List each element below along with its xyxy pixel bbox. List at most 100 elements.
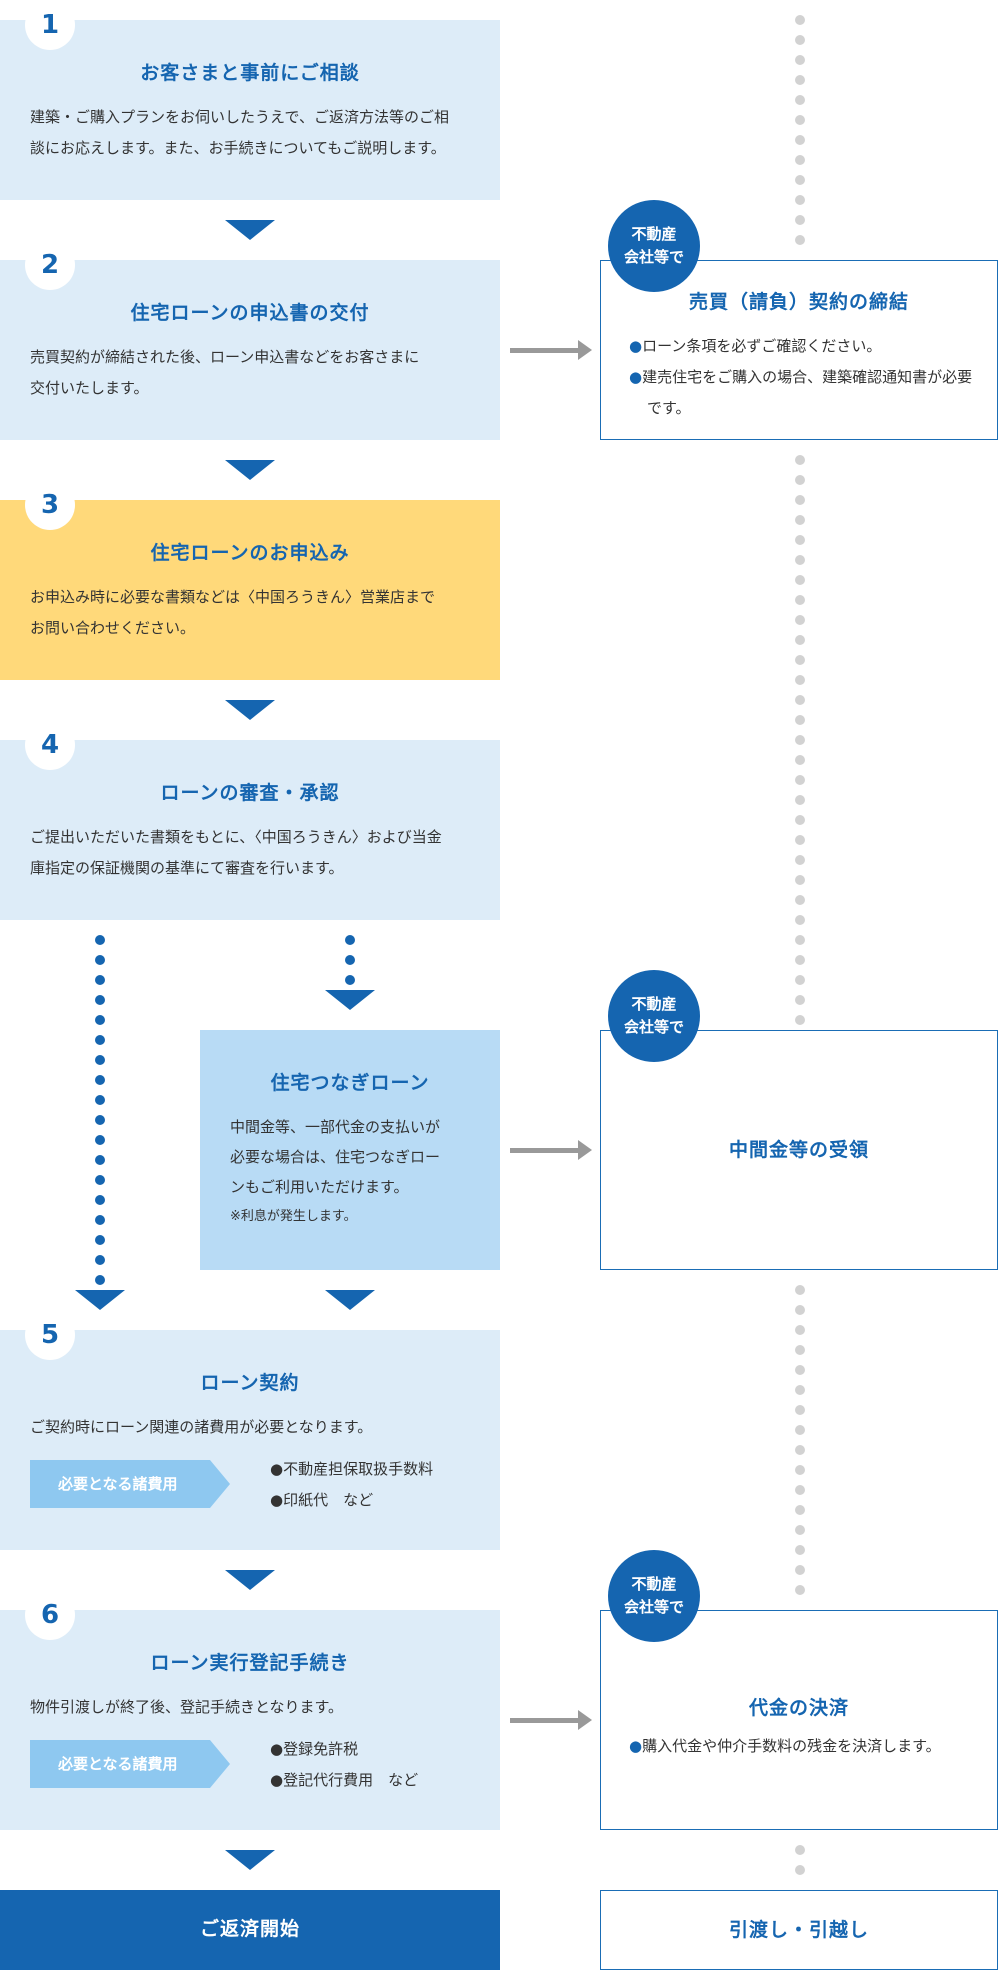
side-list-item: ●建売住宅をご購入の場合、建築確認通知書が必要です。: [629, 362, 977, 424]
down-arrow-icon: [325, 1290, 375, 1310]
dot: [95, 1155, 105, 1165]
dot: [795, 595, 805, 605]
dot: [795, 95, 805, 105]
dot: [795, 715, 805, 725]
dot: [795, 875, 805, 885]
step-description: お申込み時に必要な書類などは〈中国ろうきん〉営業店まで お問い合わせください。: [30, 582, 475, 644]
dot: [795, 855, 805, 865]
step-title: ローン実行登記手続き: [150, 1652, 350, 1674]
dot: [795, 675, 805, 685]
bullet-icon: ●: [629, 337, 643, 355]
bridge-loan-note: ※利息が発生します。: [230, 1209, 357, 1224]
dot: [95, 1075, 105, 1085]
right-arrow-line: [510, 1148, 580, 1153]
right-arrow-line: [510, 1718, 580, 1723]
badge-line: 不動産: [631, 995, 677, 1013]
step-number-badge: 4: [25, 720, 75, 770]
step-description-line: ご提出いただいた書類をもとに、〈中国ろうきん〉および当金: [30, 828, 442, 846]
step-number-badge: 1: [25, 0, 75, 50]
dot: [795, 1485, 805, 1495]
dot: [95, 1015, 105, 1025]
dot: [95, 1095, 105, 1105]
fee-item: ●登録免許税: [270, 1740, 359, 1758]
dot: [795, 1845, 805, 1855]
step-title: 住宅ローンの申込書の交付: [130, 302, 370, 324]
dot: [95, 955, 105, 965]
side-list-item-text: 購入代金や仲介手数料の残金を決済します。: [642, 1737, 941, 1755]
badge-line: 不動産: [631, 225, 677, 243]
dot: [795, 735, 805, 745]
dot: [795, 55, 805, 65]
bridge-loan-title: 住宅つなぎローン: [270, 1072, 430, 1094]
dot: [795, 1285, 805, 1295]
right-arrow-icon: [578, 1710, 592, 1730]
step-description: ご契約時にローン関連の諸費用が必要となります。: [30, 1412, 475, 1443]
down-arrow-icon: [225, 700, 275, 720]
step-description-line: 建築・ご購入プランをお伺いしたうえで、ご返済方法等のご相: [30, 108, 449, 126]
dot: [795, 915, 805, 925]
step-number-badge: 5: [25, 1310, 75, 1360]
badge-line: 不動産: [631, 1575, 677, 1593]
dot: [95, 935, 105, 945]
bridge-loan-description-line: 必要な場合は、住宅つなぎロー: [230, 1148, 441, 1166]
side-box-title: 売買（請負）契約の締結: [688, 291, 909, 313]
badge-line: 会社等で: [623, 1598, 684, 1616]
step-description-line: ご契約時にローン関連の諸費用が必要となります。: [30, 1418, 373, 1436]
step-5-loan-contract: 5 ローン契約 ご契約時にローン関連の諸費用が必要となります。 必要となる諸費用…: [0, 1310, 500, 1550]
settlement-box: 代金の決済 ●購入代金や仲介手数料の残金を決済します。: [600, 1610, 998, 1830]
dot: [795, 1405, 805, 1415]
dot: [795, 1585, 805, 1595]
dot: [795, 1015, 805, 1025]
dot: [795, 1445, 805, 1455]
dot: [345, 955, 355, 965]
dot: [795, 1525, 805, 1535]
dot: [795, 575, 805, 585]
dot: [795, 695, 805, 705]
dot: [95, 1035, 105, 1045]
dot: [795, 755, 805, 765]
dot: [795, 1425, 805, 1435]
bridge-loan-description-line: ンもご利用いただけます。: [230, 1178, 409, 1196]
dot: [795, 195, 805, 205]
required-fees-label: 必要となる諸費用: [30, 1740, 230, 1788]
dot: [795, 35, 805, 45]
dot: [95, 1215, 105, 1225]
dot: [795, 1345, 805, 1355]
step-1-consultation: 1 お客さまと事前にご相談 建築・ご購入プランをお伺いしたうえで、ご返済方法等の…: [0, 0, 500, 200]
dot: [95, 1275, 105, 1285]
fee-item: ●登記代行費用 など: [270, 1771, 419, 1789]
dot: [95, 1055, 105, 1065]
side-box-title: 代金の決済: [748, 1697, 849, 1719]
side-box-list: ●ローン条項を必ずご確認ください。 ●建売住宅をご購入の場合、建築確認通知書が必…: [629, 331, 977, 424]
required-fees-list: ●不動産担保取扱手数料 ●印紙代 など: [270, 1454, 433, 1516]
step-description-line: 談にお応えします。また、お手続きについてもご説明します。: [30, 139, 446, 157]
bullet-icon: ●: [629, 1737, 643, 1755]
required-fees-list: ●登録免許税 ●登記代行費用 など: [270, 1734, 418, 1796]
step-3-loan-application: 3 住宅ローンのお申込み お申込み時に必要な書類などは〈中国ろうきん〉営業店まで…: [0, 480, 500, 680]
step-number-badge: 3: [25, 480, 75, 530]
side-list-item: ●ローン条項を必ずご確認ください。: [629, 331, 977, 362]
dot: [95, 975, 105, 985]
side-list-item-text: ローン条項を必ずご確認ください。: [642, 337, 882, 355]
step-4-review-approval: 4 ローンの審査・承認 ご提出いただいた書類をもとに、〈中国ろうきん〉および当金…: [0, 720, 500, 920]
right-arrow-icon: [578, 1140, 592, 1160]
step-number-badge: 2: [25, 240, 75, 290]
step-description-line: 物件引渡しが終了後、登記手続きとなります。: [30, 1698, 344, 1716]
dot: [795, 215, 805, 225]
side-box-list: ●購入代金や仲介手数料の残金を決済します。: [629, 1731, 977, 1762]
dot: [345, 935, 355, 945]
step-title: お客さまと事前にご相談: [140, 62, 360, 84]
dot: [795, 495, 805, 505]
side-list-item-text: 建売住宅をご購入の場合、建築確認通知書が必要です。: [642, 368, 973, 417]
dot: [795, 835, 805, 845]
bridge-loan-description: 中間金等、一部代金の支払いが 必要な場合は、住宅つなぎロー ンもご利用いただけま…: [230, 1112, 482, 1232]
fee-item: ●不動産担保取扱手数料: [270, 1460, 434, 1478]
step-description-line: 交付いたします。: [30, 379, 149, 397]
dot: [795, 975, 805, 985]
step-description-line: 庫指定の保証機関の基準にて審査を行います。: [30, 859, 344, 877]
step-2-application-form: 2 住宅ローンの申込書の交付 売買契約が締結された後、ローン申込書などをお客さま…: [0, 240, 500, 440]
fee-item: ●印紙代 など: [270, 1491, 374, 1509]
dot: [795, 1465, 805, 1475]
handover-move-box: 引渡し・引越し: [600, 1890, 998, 1970]
step-title: ローン契約: [200, 1372, 300, 1394]
